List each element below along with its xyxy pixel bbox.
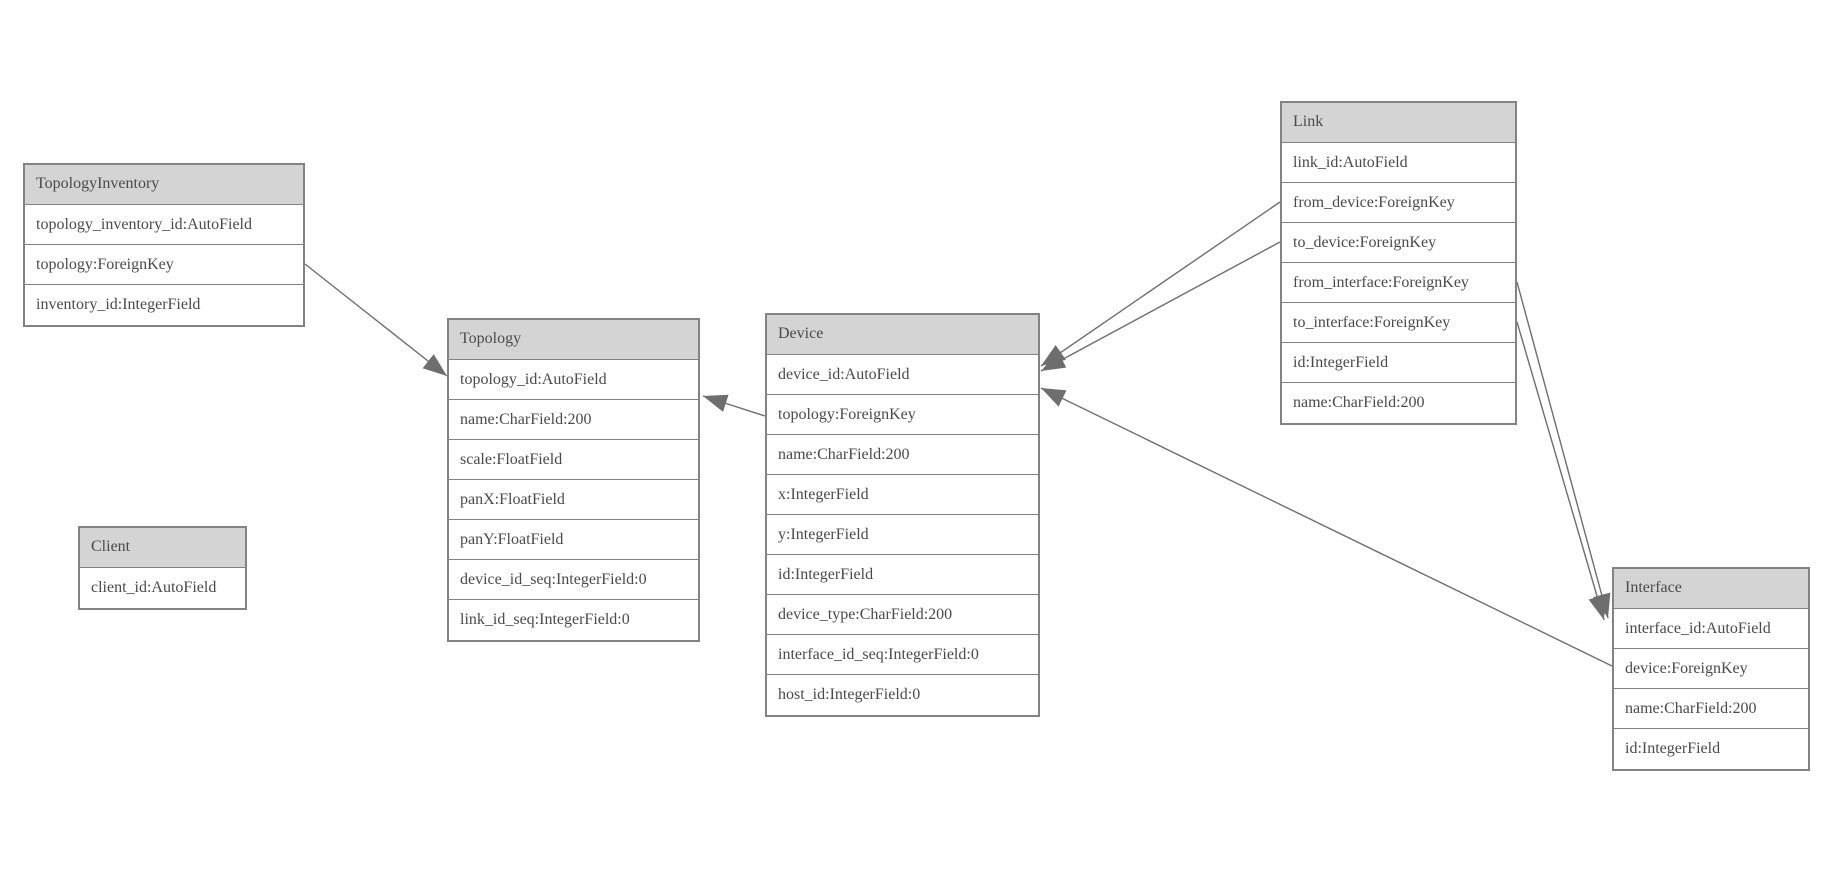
entity-topology-inventory: TopologyInventory topology_inventory_id:… xyxy=(23,163,305,327)
field-row: host_id:IntegerField:0 xyxy=(767,675,1038,715)
field-row: device_type:CharField:200 xyxy=(767,595,1038,635)
field-row: from_interface:ForeignKey xyxy=(1282,263,1515,303)
field-row: id:IntegerField xyxy=(1614,729,1808,769)
entity-header: TopologyInventory xyxy=(25,165,303,205)
field-row: link_id:AutoField xyxy=(1282,143,1515,183)
field-row: name:CharField:200 xyxy=(767,435,1038,475)
field-row: panY:FloatField xyxy=(449,520,698,560)
entity-interface: Interface interface_id:AutoField device:… xyxy=(1612,567,1810,771)
edge-topologyinventory-topology xyxy=(304,263,448,377)
field-row: id:IntegerField xyxy=(767,555,1038,595)
edge-device-topology xyxy=(702,394,766,417)
field-row: from_device:ForeignKey xyxy=(1282,183,1515,223)
field-row: inventory_id:IntegerField xyxy=(25,285,303,325)
entity-topology: Topology topology_id:AutoField name:Char… xyxy=(447,318,700,642)
field-row: device:ForeignKey xyxy=(1614,649,1808,689)
field-row: interface_id:AutoField xyxy=(1614,609,1808,649)
field-row: to_device:ForeignKey xyxy=(1282,223,1515,263)
entity-header: Topology xyxy=(449,320,698,360)
field-row: topology:ForeignKey xyxy=(25,245,303,285)
entity-device: Device device_id:AutoField topology:Fore… xyxy=(765,313,1040,717)
field-row: device_id:AutoField xyxy=(767,355,1038,395)
field-row: name:CharField:200 xyxy=(449,400,698,440)
edge-link-fromdevice-device xyxy=(1040,201,1281,367)
field-row: x:IntegerField xyxy=(767,475,1038,515)
field-row: to_interface:ForeignKey xyxy=(1282,303,1515,343)
field-row: scale:FloatField xyxy=(449,440,698,480)
entity-link: Link link_id:AutoField from_device:Forei… xyxy=(1280,101,1517,425)
edge-link-tointerface-interface xyxy=(1516,321,1606,621)
field-row: topology_id:AutoField xyxy=(449,360,698,400)
field-row: device_id_seq:IntegerField:0 xyxy=(449,560,698,600)
field-row: name:CharField:200 xyxy=(1614,689,1808,729)
field-row: interface_id_seq:IntegerField:0 xyxy=(767,635,1038,675)
field-row: panX:FloatField xyxy=(449,480,698,520)
edge-link-todevice-device xyxy=(1040,241,1281,372)
edge-interface-device xyxy=(1040,387,1613,667)
field-row: link_id_seq:IntegerField:0 xyxy=(449,600,698,640)
entity-header: Interface xyxy=(1614,569,1808,609)
field-row: name:CharField:200 xyxy=(1282,383,1515,423)
entity-client: Client client_id:AutoField xyxy=(78,526,247,610)
field-row: y:IntegerField xyxy=(767,515,1038,555)
field-row: client_id:AutoField xyxy=(80,568,245,608)
field-row: topology:ForeignKey xyxy=(767,395,1038,435)
entity-header: Link xyxy=(1282,103,1515,143)
edge-link-frominterface-interface xyxy=(1516,281,1611,619)
entity-header: Device xyxy=(767,315,1038,355)
field-row: topology_inventory_id:AutoField xyxy=(25,205,303,245)
field-row: id:IntegerField xyxy=(1282,343,1515,383)
entity-header: Client xyxy=(80,528,245,568)
